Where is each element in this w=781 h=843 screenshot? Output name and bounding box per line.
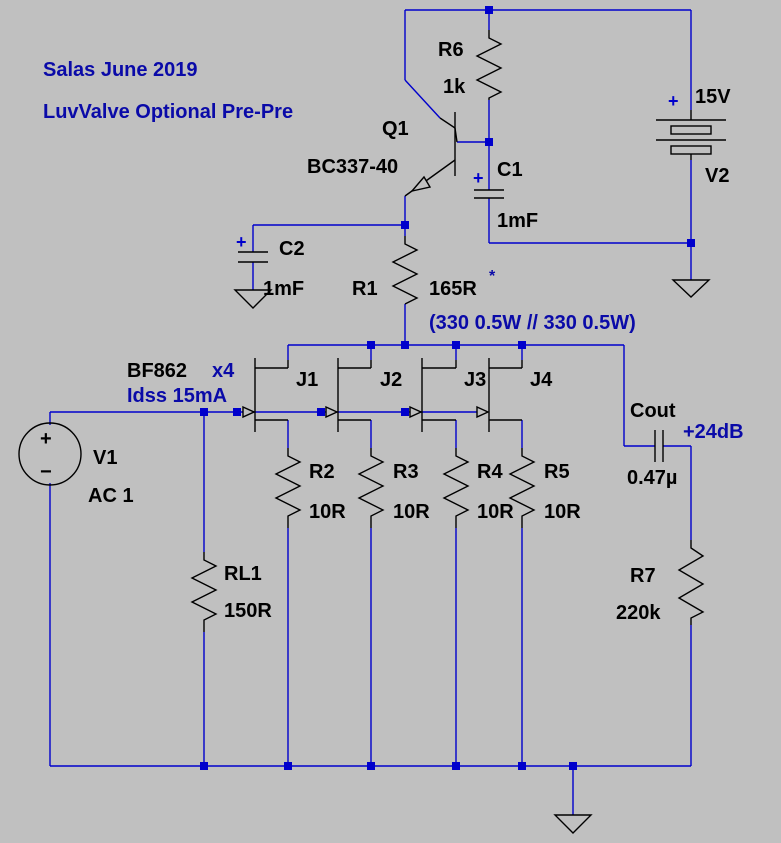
voltage-source-v1-symbol: + −	[18, 422, 82, 486]
cout-value: 0.47µ	[627, 467, 677, 489]
transistor-q1-symbol	[404, 112, 458, 197]
r1-name: R1	[352, 278, 378, 300]
resistor-r5-symbol	[508, 448, 536, 528]
v1-value: AC 1	[88, 485, 134, 507]
v2-name: V2	[705, 165, 729, 187]
r1-note: (330 0.5W // 330 0.5W)	[429, 312, 636, 334]
c1-name: C1	[497, 159, 523, 181]
svg-text:+: +	[473, 168, 484, 188]
junctions	[200, 6, 695, 770]
r3-name: R3	[393, 461, 419, 483]
j1-name: J1	[296, 369, 318, 391]
idss-note: Idss 15mA	[127, 385, 227, 407]
jfet-j2-symbol	[325, 358, 372, 432]
j3-name: J3	[464, 369, 486, 391]
c2-value: 1mF	[263, 278, 304, 300]
author-note: Salas June 2019	[43, 59, 198, 81]
svg-text:−: −	[40, 461, 52, 483]
v2-value: 15V	[695, 86, 731, 108]
r5-value: 10R	[544, 501, 581, 523]
cout-name: Cout	[630, 400, 676, 422]
output-level: +24dB	[683, 421, 744, 443]
r7-value: 220k	[616, 602, 661, 624]
ground-main-symbol	[553, 814, 593, 834]
svg-text:+: +	[236, 232, 247, 252]
resistor-rl1-symbol	[190, 552, 218, 632]
r2-name: R2	[309, 461, 335, 483]
r6-value: 1k	[443, 76, 466, 98]
j2-name: J2	[380, 369, 402, 391]
r2-value: 10R	[309, 501, 346, 523]
ground-c2-symbol	[233, 289, 273, 309]
r6-name: R6	[438, 39, 464, 61]
jfet-j4-symbol	[476, 358, 523, 432]
r4-name: R4	[477, 461, 503, 483]
r4-value: 10R	[477, 501, 514, 523]
wires	[49, 9, 692, 815]
resistor-r6-symbol	[475, 30, 503, 100]
jfet-count: x4	[212, 360, 235, 382]
resistor-r7-symbol	[677, 540, 705, 625]
resistor-r3-symbol	[357, 448, 385, 528]
r1-asterisk: *	[489, 268, 496, 285]
resistor-r4-symbol	[442, 448, 470, 528]
jfet-j1-symbol	[242, 358, 289, 432]
q1-model: BC337-40	[307, 156, 398, 178]
c2-name: C2	[279, 238, 305, 260]
r3-value: 10R	[393, 501, 430, 523]
rl1-value: 150R	[224, 600, 272, 622]
c1-value: 1mF	[497, 210, 538, 232]
resistor-r2-symbol	[274, 448, 302, 528]
jfet-j3-symbol	[409, 358, 457, 432]
ground-v2-symbol	[671, 279, 711, 298]
capacitor-cout-symbol	[654, 430, 664, 462]
v1-name: V1	[93, 447, 117, 469]
resistor-r1-symbol	[391, 236, 419, 305]
q1-name: Q1	[382, 118, 409, 140]
r7-name: R7	[630, 565, 656, 587]
r1-value: 165R	[429, 278, 477, 300]
jfet-model: BF862	[127, 360, 187, 382]
capacitor-c2-symbol: +	[236, 232, 268, 263]
battery-v2-symbol: +	[656, 91, 726, 160]
capacitor-c1-symbol: +	[473, 168, 504, 199]
j4-name: J4	[530, 369, 553, 391]
svg-text:+: +	[40, 428, 52, 450]
svg-text:+: +	[668, 91, 679, 111]
project-title: LuvValve Optional Pre-Pre	[43, 101, 293, 123]
rl1-name: RL1	[224, 563, 262, 585]
r5-name: R5	[544, 461, 570, 483]
